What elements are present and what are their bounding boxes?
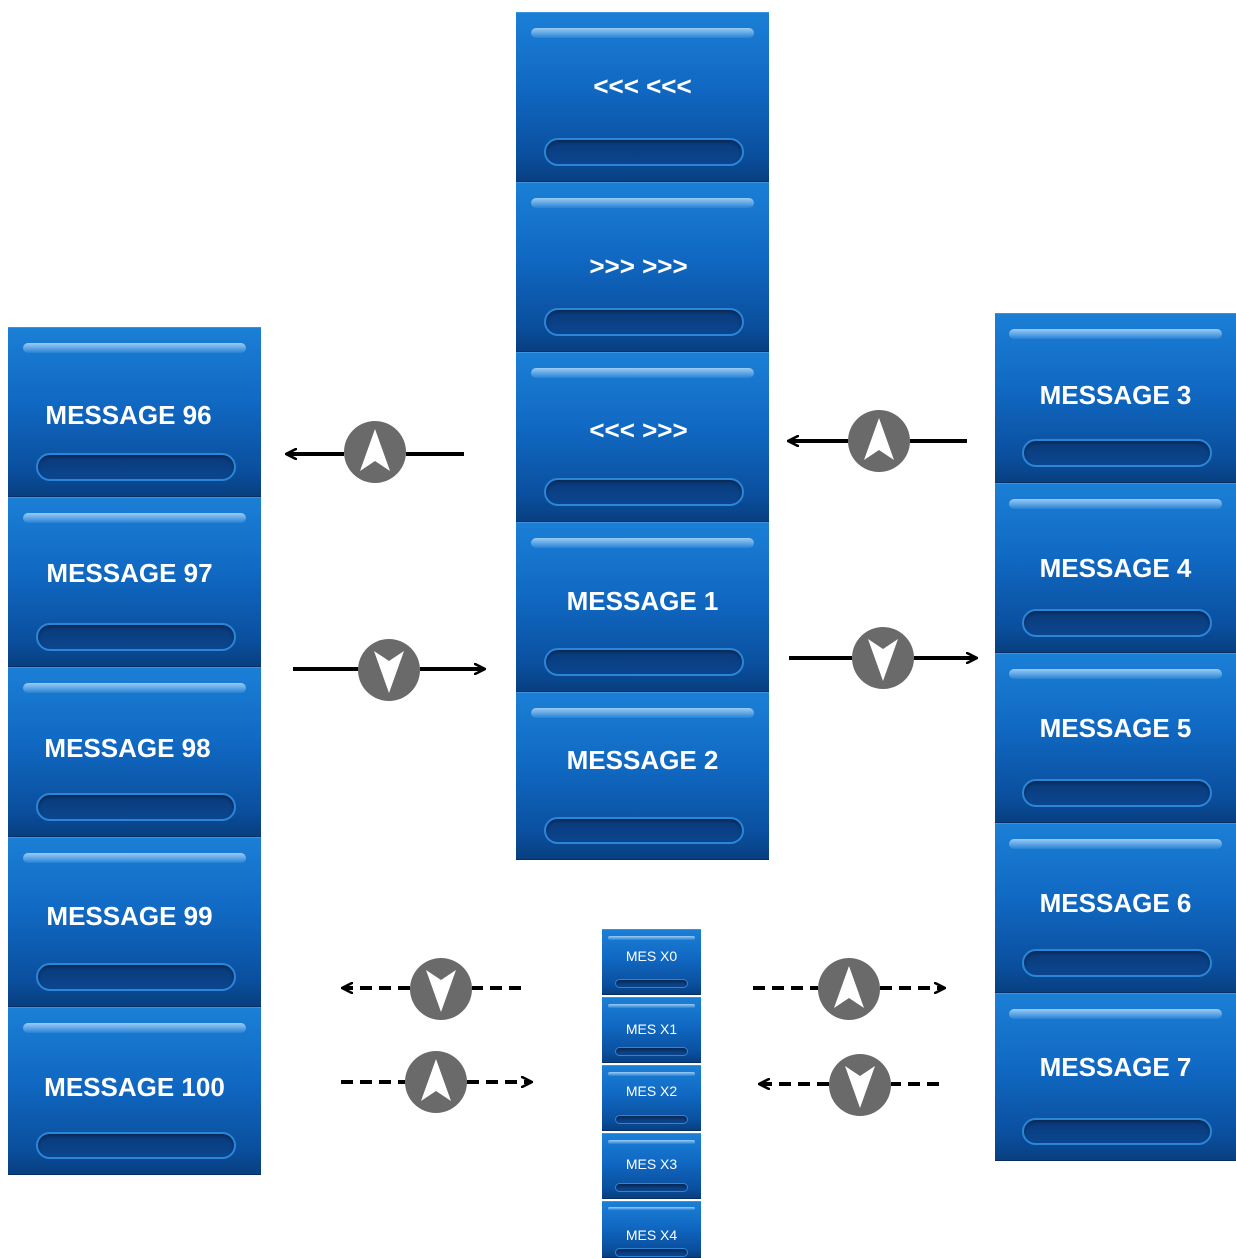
button-highlight bbox=[23, 853, 246, 864]
menu-button-message-99[interactable]: MESSAGE 99 bbox=[8, 837, 261, 1007]
down-arrow-circle-icon bbox=[829, 1054, 891, 1116]
button-highlight bbox=[1009, 329, 1222, 340]
button-highlight bbox=[607, 1003, 696, 1008]
button-highlight bbox=[23, 513, 246, 524]
button-bar bbox=[35, 453, 236, 481]
button-highlight bbox=[607, 1139, 696, 1144]
button-highlight bbox=[531, 368, 754, 379]
button-bar bbox=[1021, 779, 1212, 807]
menu-button-message-97[interactable]: MESSAGE 97 bbox=[8, 497, 261, 667]
button-bar bbox=[1021, 949, 1212, 977]
button-bar bbox=[35, 793, 236, 821]
menu-button-message-1[interactable]: MESSAGE 1 bbox=[516, 522, 769, 692]
menu-button-label: MESSAGE 3 bbox=[1039, 380, 1192, 410]
menu-button-label: MESSAGE 6 bbox=[1039, 888, 1192, 918]
small-menu-column: MES X0 MES X1 MES X2 MES X3 MES X4 bbox=[602, 929, 701, 1258]
menu-button-scroll-both[interactable]: <<< >>> bbox=[516, 352, 769, 522]
button-highlight bbox=[23, 683, 246, 694]
menu-button-message-6[interactable]: MESSAGE 6 bbox=[995, 823, 1236, 993]
menu-button-label: MESSAGE 96 bbox=[45, 400, 212, 430]
menu-button-label: >>> >>> bbox=[589, 251, 688, 281]
menu-button-mes-x1[interactable]: MES X1 bbox=[602, 997, 701, 1063]
down-arrow-circle-icon bbox=[358, 639, 420, 701]
center-menu-column: <<< <<< >>> >>> <<< >>> MESSAGE 1 MESSAG… bbox=[516, 12, 769, 860]
button-bar bbox=[543, 816, 744, 845]
button-highlight bbox=[1009, 1008, 1222, 1019]
button-highlight bbox=[531, 707, 754, 718]
menu-button-label: MES X2 bbox=[625, 1083, 678, 1099]
menu-button-scroll-right[interactable]: >>> >>> bbox=[516, 182, 769, 352]
menu-button-mes-x3[interactable]: MES X3 bbox=[602, 1133, 701, 1199]
down-arrow-circle-icon bbox=[852, 627, 914, 689]
button-bar bbox=[614, 1114, 689, 1125]
menu-button-message-4[interactable]: MESSAGE 4 bbox=[995, 483, 1236, 653]
right-menu-column: MESSAGE 3 MESSAGE 4 MESSAGE 5 MESSAGE 6 … bbox=[995, 313, 1236, 1161]
button-bar bbox=[614, 978, 689, 989]
menu-button-label: MESSAGE 100 bbox=[44, 1072, 225, 1102]
menu-button-message-3[interactable]: MESSAGE 3 bbox=[995, 313, 1236, 483]
menu-button-message-5[interactable]: MESSAGE 5 bbox=[995, 653, 1236, 823]
button-bar bbox=[614, 1182, 689, 1193]
button-highlight bbox=[531, 28, 754, 39]
button-highlight bbox=[1009, 499, 1222, 510]
menu-button-mes-x2[interactable]: MES X2 bbox=[602, 1065, 701, 1131]
button-highlight bbox=[23, 1022, 246, 1033]
button-highlight bbox=[531, 198, 754, 209]
button-bar bbox=[614, 1046, 689, 1057]
menu-button-label: MESSAGE 97 bbox=[46, 558, 213, 588]
menu-button-message-98[interactable]: MESSAGE 98 bbox=[8, 667, 261, 837]
button-bar bbox=[1021, 1117, 1212, 1146]
button-highlight bbox=[1009, 839, 1222, 850]
button-highlight bbox=[607, 935, 696, 940]
button-highlight bbox=[23, 343, 246, 354]
up-arrow-circle-icon bbox=[848, 410, 910, 472]
menu-button-label: MES X3 bbox=[625, 1156, 678, 1172]
down-arrow-circle-icon bbox=[410, 958, 472, 1020]
button-bar bbox=[543, 648, 744, 676]
button-bar bbox=[1021, 439, 1212, 467]
menu-button-message-2[interactable]: MESSAGE 2 bbox=[516, 692, 769, 860]
button-highlight bbox=[607, 1206, 696, 1211]
button-bar bbox=[543, 308, 744, 336]
button-bar bbox=[614, 1248, 689, 1257]
menu-button-message-7[interactable]: MESSAGE 7 bbox=[995, 993, 1236, 1161]
menu-button-label: MES X0 bbox=[625, 948, 678, 964]
button-bar bbox=[35, 1131, 236, 1160]
menu-button-label: MES X1 bbox=[625, 1021, 678, 1037]
menu-button-label: <<< <<< bbox=[593, 71, 692, 101]
menu-button-label: MESSAGE 5 bbox=[1039, 713, 1192, 743]
up-arrow-circle-icon bbox=[344, 421, 406, 483]
menu-button-mes-x0[interactable]: MES X0 bbox=[602, 929, 701, 995]
button-bar bbox=[1021, 609, 1212, 637]
menu-button-label: MESSAGE 1 bbox=[566, 586, 719, 616]
button-bar bbox=[543, 478, 744, 506]
button-bar bbox=[543, 138, 744, 166]
menu-button-label: MESSAGE 2 bbox=[566, 745, 719, 775]
button-bar bbox=[35, 963, 236, 991]
button-highlight bbox=[1009, 669, 1222, 680]
button-bar bbox=[35, 623, 236, 651]
up-arrow-circle-icon bbox=[818, 958, 880, 1020]
menu-button-scroll-left[interactable]: <<< <<< bbox=[516, 12, 769, 182]
button-highlight bbox=[531, 538, 754, 549]
menu-button-message-96[interactable]: MESSAGE 96 bbox=[8, 327, 261, 497]
left-menu-column: MESSAGE 96 MESSAGE 97 MESSAGE 98 MESSAGE… bbox=[8, 327, 261, 1175]
menu-button-mes-x4[interactable]: MES X4 bbox=[602, 1201, 701, 1258]
menu-button-label: MESSAGE 99 bbox=[46, 901, 213, 931]
menu-button-label: MES X4 bbox=[625, 1227, 678, 1243]
menu-button-label: MESSAGE 98 bbox=[44, 733, 211, 763]
button-highlight bbox=[607, 1071, 696, 1076]
menu-button-label: MESSAGE 4 bbox=[1039, 553, 1192, 583]
menu-button-label: MESSAGE 7 bbox=[1039, 1052, 1192, 1082]
menu-button-label: <<< >>> bbox=[589, 415, 688, 445]
menu-button-message-100[interactable]: MESSAGE 100 bbox=[8, 1007, 261, 1175]
up-arrow-circle-icon bbox=[405, 1051, 467, 1113]
